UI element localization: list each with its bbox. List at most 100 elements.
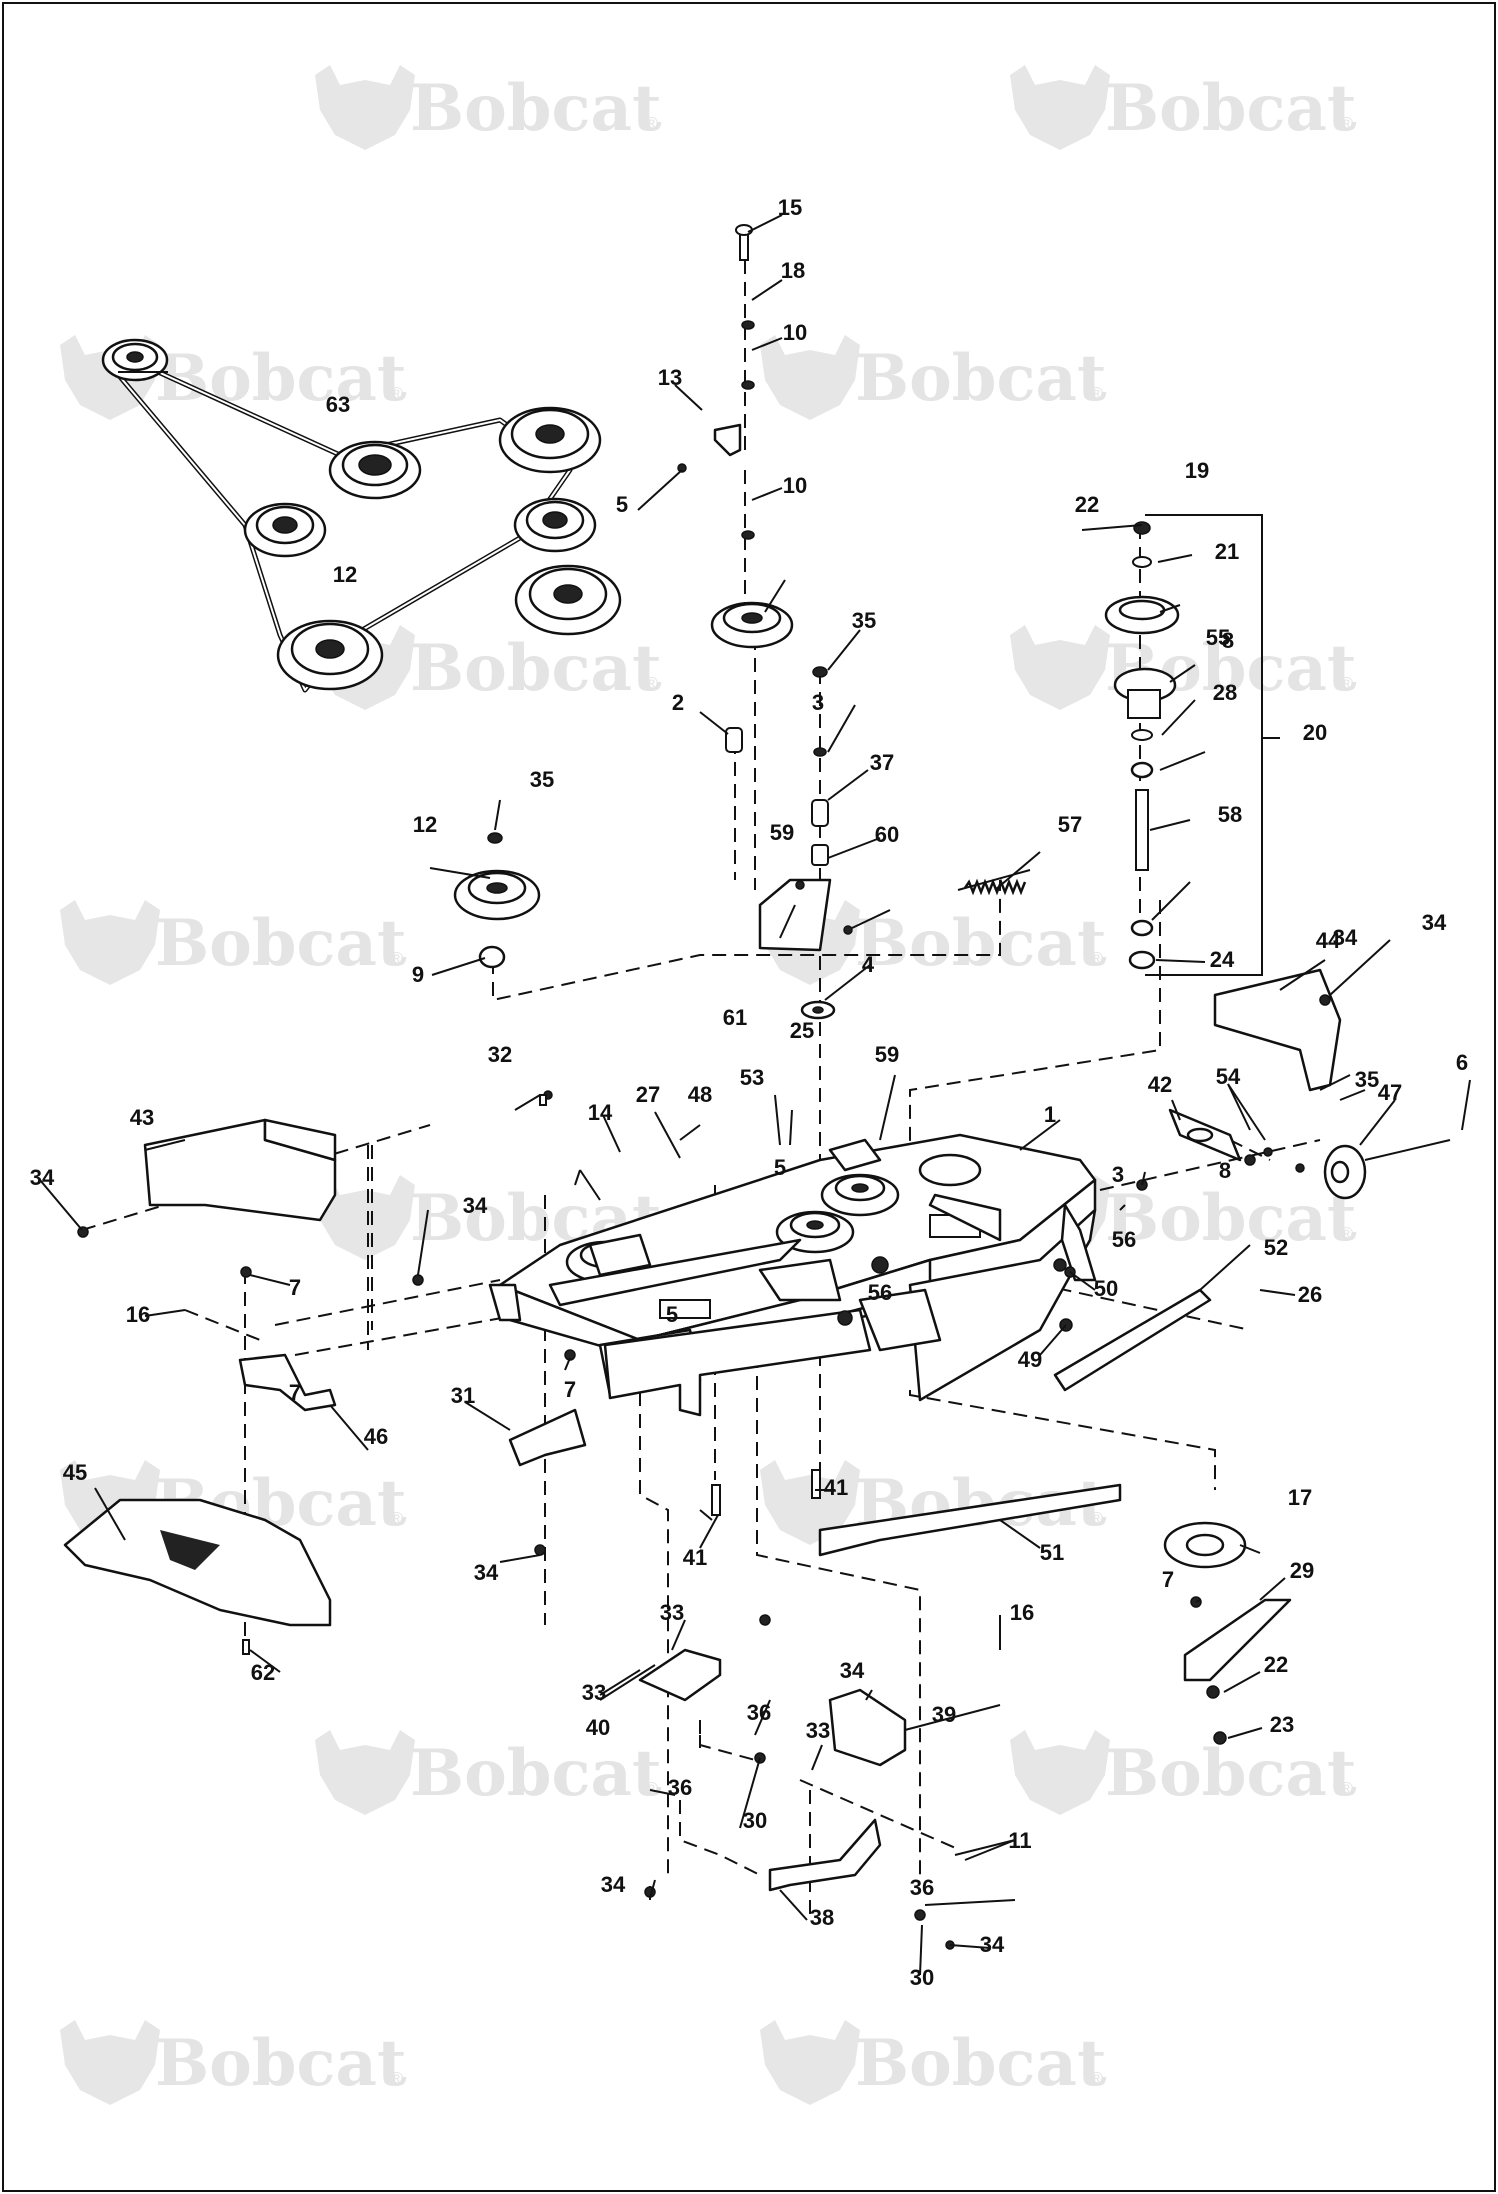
watermark-registered-mark: ®	[1090, 2069, 1103, 2089]
part-callout-label: 16	[126, 1302, 150, 1327]
part-callout-label: 8	[1219, 1158, 1231, 1183]
part-callout-label: 39	[932, 1702, 956, 1727]
watermark-registered-mark: ®	[1090, 949, 1103, 969]
part-callout-label: 40	[586, 1715, 610, 1740]
part-callout-label: 44	[1316, 928, 1341, 953]
part-callout-label: 19	[1185, 458, 1209, 483]
part-callout-label: 59	[875, 1042, 899, 1067]
part-callout-label: 56	[868, 1280, 892, 1305]
part-callout-label: 11	[1008, 1828, 1031, 1853]
part-callout-label: 50	[1094, 1276, 1118, 1301]
idler-left	[453, 832, 541, 969]
watermark-text: Bobcat	[1105, 1181, 1357, 1256]
part-callout-label: 34	[980, 1932, 1005, 1957]
part-callout-label: 20	[1303, 720, 1327, 745]
watermark-text: Bobcat	[410, 71, 662, 146]
part-callout-label: 63	[326, 392, 350, 417]
watermark-registered-mark: ®	[1340, 1224, 1353, 1244]
part-callout-label: 17	[1288, 1485, 1312, 1510]
part-callout-label: 62	[251, 1660, 275, 1685]
part-callout-label: 7	[1162, 1567, 1174, 1592]
belt-pulley-top	[101, 338, 169, 382]
belt-pulley-right-top	[498, 406, 602, 474]
belt-pulley-center	[328, 440, 422, 500]
bobcat-watermark: Bobcat®	[760, 335, 1107, 420]
watermark-registered-mark: ®	[1090, 1509, 1103, 1529]
bobcat-logo-icon	[760, 2020, 860, 2105]
part-callout-label: 5	[616, 492, 628, 517]
part-callout-label: 3	[1112, 1162, 1124, 1187]
watermark-text: Bobcat	[155, 906, 407, 981]
part-callout-label: 29	[1290, 1558, 1314, 1583]
part-callout-label: 33	[660, 1600, 684, 1625]
drive-belt-assembly	[101, 338, 622, 693]
part-callout-label: 28	[1213, 680, 1237, 705]
belt-pulley-left	[243, 502, 327, 558]
bobcat-logo-icon	[1010, 625, 1110, 710]
belt-cover-44	[1213, 968, 1342, 1092]
part-callout-label: 1	[1044, 1102, 1056, 1127]
part-callout-label: 34	[1422, 910, 1447, 935]
bobcat-logo-icon	[760, 1460, 860, 1545]
skirt-40	[638, 1648, 722, 1702]
part-callout-label: 38	[810, 1905, 834, 1930]
part-callout-label: 12	[333, 562, 357, 587]
part-callout-label: 35	[530, 767, 554, 792]
part-callout-label: 5	[666, 1302, 678, 1327]
watermark-text: Bobcat	[410, 1736, 662, 1811]
watermark-registered-mark: ®	[645, 674, 658, 694]
part-callout-label: 21	[1215, 539, 1239, 564]
part-callout-label: 36	[668, 1775, 692, 1800]
bobcat-watermark: Bobcat®	[60, 2020, 407, 2105]
part-callout-label: 10	[783, 473, 807, 498]
part-callout-label: 27	[636, 1082, 660, 1107]
part-callout-label: 34	[840, 1658, 865, 1683]
part-callout-label: 43	[130, 1105, 154, 1130]
part-callout-label: 34	[463, 1193, 488, 1218]
mower-deck-housing	[488, 1108, 1451, 1417]
bobcat-watermark: Bobcat®	[315, 1175, 662, 1260]
part-callout-label: 41	[824, 1475, 848, 1500]
watermark-text: Bobcat	[1105, 1736, 1357, 1811]
watermark-registered-mark: ®	[1340, 114, 1353, 134]
watermark-text: Bobcat	[155, 2026, 407, 2101]
blade-adapter-17	[1163, 1521, 1247, 1569]
bobcat-watermark: Bobcat®	[1010, 65, 1357, 150]
part-callout-label: 55	[1206, 625, 1230, 650]
watermark-text: Bobcat	[855, 341, 1107, 416]
part-callout-label: 42	[1148, 1072, 1172, 1097]
part-callout-label: 34	[1333, 925, 1358, 950]
callout-leaders	[39, 214, 1471, 1976]
part-callout-label: 23	[1270, 1712, 1294, 1737]
part-callout-label: 3	[812, 690, 824, 715]
mulch-plate-45	[63, 1498, 332, 1627]
watermark-text: Bobcat	[1105, 71, 1357, 146]
part-callout-label: 5	[774, 1155, 786, 1180]
watermark-registered-mark: ®	[1340, 1779, 1353, 1799]
part-callout-label: 59	[770, 820, 794, 845]
part-callout-label: 45	[63, 1460, 87, 1485]
part-callout-label: 14	[588, 1100, 613, 1125]
part-callout-label: 32	[488, 1042, 512, 1067]
watermark-registered-mark: ®	[645, 1779, 658, 1799]
part-callout-label: 16	[1010, 1600, 1034, 1625]
part-callout-label: 30	[743, 1808, 767, 1833]
part-callout-label: 18	[781, 258, 805, 283]
part-callout-label: 53	[740, 1065, 764, 1090]
part-callout-label: 10	[783, 320, 807, 345]
part-callout-label: 41	[683, 1545, 707, 1570]
part-callout-label: 7	[289, 1380, 301, 1405]
part-callout-label: 15	[778, 195, 802, 220]
part-callout-label: 24	[1210, 947, 1235, 972]
bobcat-watermark: Bobcat®	[315, 65, 662, 150]
part-callout-label: 57	[1058, 812, 1082, 837]
part-callout-label: 56	[1112, 1227, 1136, 1252]
part-callout-label: 6	[1456, 1050, 1468, 1075]
bobcat-logo-icon	[1010, 65, 1110, 150]
part-callout-label: 35	[852, 608, 876, 633]
part-callout-label: 47	[1378, 1080, 1402, 1105]
part-callout-label: 30	[910, 1965, 934, 1990]
bobcat-watermark: Bobcat®	[1010, 1730, 1357, 1815]
watermark-registered-mark: ®	[645, 114, 658, 134]
part-callout-label: 25	[790, 1018, 814, 1043]
